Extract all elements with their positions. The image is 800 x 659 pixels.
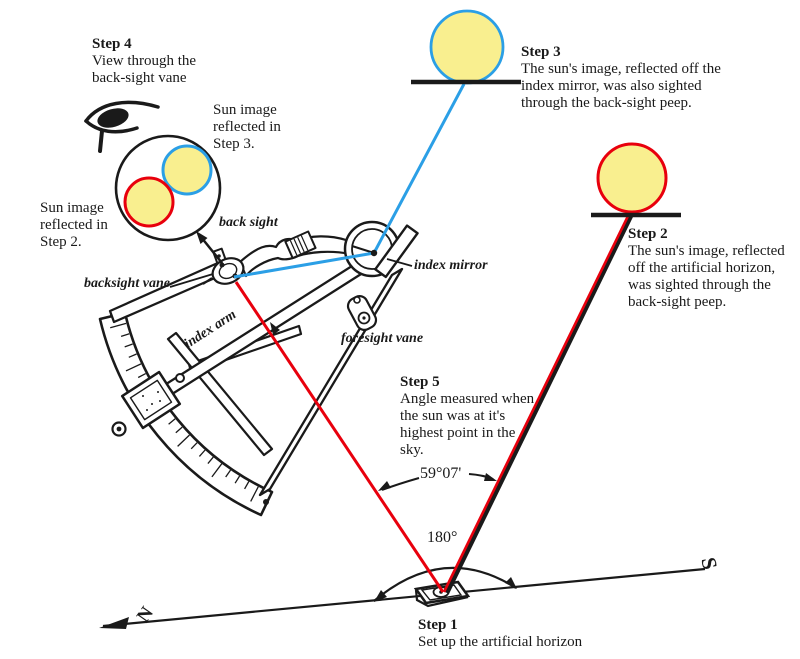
straight-angle-value: 180°	[427, 529, 458, 546]
annotation-line: Step 3.	[213, 136, 255, 152]
frame-right-arm	[258, 267, 404, 497]
step2-text: Step 2 The sun's image, reflected off th…	[628, 226, 785, 311]
arc-180-degrees	[373, 566, 517, 602]
sun-image-step2-label: Sun image reflected in Step 2.	[40, 200, 108, 251]
step5-text: Step 5 Angle measured when the sun was a…	[400, 374, 534, 459]
vernier-clamp-drawing	[111, 370, 185, 437]
sun-step3	[411, 9, 521, 85]
red-ray-sun-to-horizon	[442, 213, 634, 594]
step5-line: sky.	[400, 442, 424, 458]
sun-step2	[591, 142, 681, 218]
step3-text: Step 3 The sun's image, reflected off th…	[521, 44, 721, 112]
annotation-line: Step 2.	[40, 234, 82, 250]
step3-line: index mirror, was also sighted	[521, 78, 702, 94]
index-mirror-drawing	[343, 220, 419, 279]
annotation-line: reflected in	[40, 217, 108, 233]
foresight-vane-drawing	[346, 295, 378, 331]
foresight-vane-label: foresight vane	[341, 331, 424, 346]
step5-line: Angle measured when	[400, 391, 535, 407]
north-arrowhead-icon	[99, 617, 129, 629]
step2-line: was sighted through the	[628, 277, 771, 293]
index-mirror-label: index mirror	[414, 258, 488, 273]
step5-line: the sun was at it's	[400, 408, 506, 424]
step1-title: Step 1	[418, 617, 458, 633]
step3-line: through the back-sight peep.	[521, 95, 692, 111]
step2-line: The sun's image, reflected	[628, 243, 785, 259]
annotation-line: reflected in	[213, 119, 281, 135]
sun-image-step3-icon	[161, 144, 213, 196]
octant-drawing	[98, 220, 419, 517]
mirror-pivot-dot	[370, 249, 378, 257]
sun-image-step2-icon	[123, 176, 175, 228]
step1-text: Step 1 Set up the artificial horizon	[418, 617, 582, 651]
step5-line: highest point in the	[400, 425, 516, 441]
step2-line: off the artificial horizon,	[628, 260, 776, 276]
step1-line: Set up the artificial horizon	[418, 634, 583, 650]
index-mirror-leader	[386, 258, 413, 267]
step5-title: Step 5	[400, 374, 440, 390]
red-ray-horizon-to-vane	[234, 281, 445, 593]
backsight-vane-label: backsight vane	[84, 276, 170, 291]
step4-title: Step 4	[92, 36, 132, 52]
vane-view-circle	[114, 134, 222, 242]
arc-measured-angle	[378, 473, 497, 491]
step4-line: View through the	[92, 53, 197, 69]
frame-left-arm	[108, 260, 226, 324]
frame-brace	[166, 331, 274, 457]
step4-text: Step 4 View through the back-sight vane	[92, 36, 196, 87]
horizon-line	[99, 567, 706, 629]
horn-clamp-drawing	[284, 230, 317, 260]
sun-image-step3-label: Sun image reflected in Step 3.	[213, 102, 281, 153]
step2-line: back-sight peep.	[628, 294, 727, 310]
annotation-line: Sun image	[213, 102, 277, 118]
eye-icon	[84, 100, 160, 153]
measured-angle-value: 59°07'	[420, 465, 462, 482]
back-sight-label: back sight	[219, 215, 278, 230]
vane-to-view-arrow	[196, 231, 223, 264]
step3-line: The sun's image, reflected off the	[521, 61, 721, 77]
step2-title: Step 2	[628, 226, 668, 242]
graduated-arc	[98, 311, 274, 517]
step4-line: back-sight vane	[92, 70, 187, 86]
annotation-line: Sun image	[40, 200, 104, 216]
backsight-vane-leader	[169, 273, 214, 288]
artificial-horizon-drawing	[413, 580, 471, 608]
step3-title: Step 3	[521, 44, 561, 60]
